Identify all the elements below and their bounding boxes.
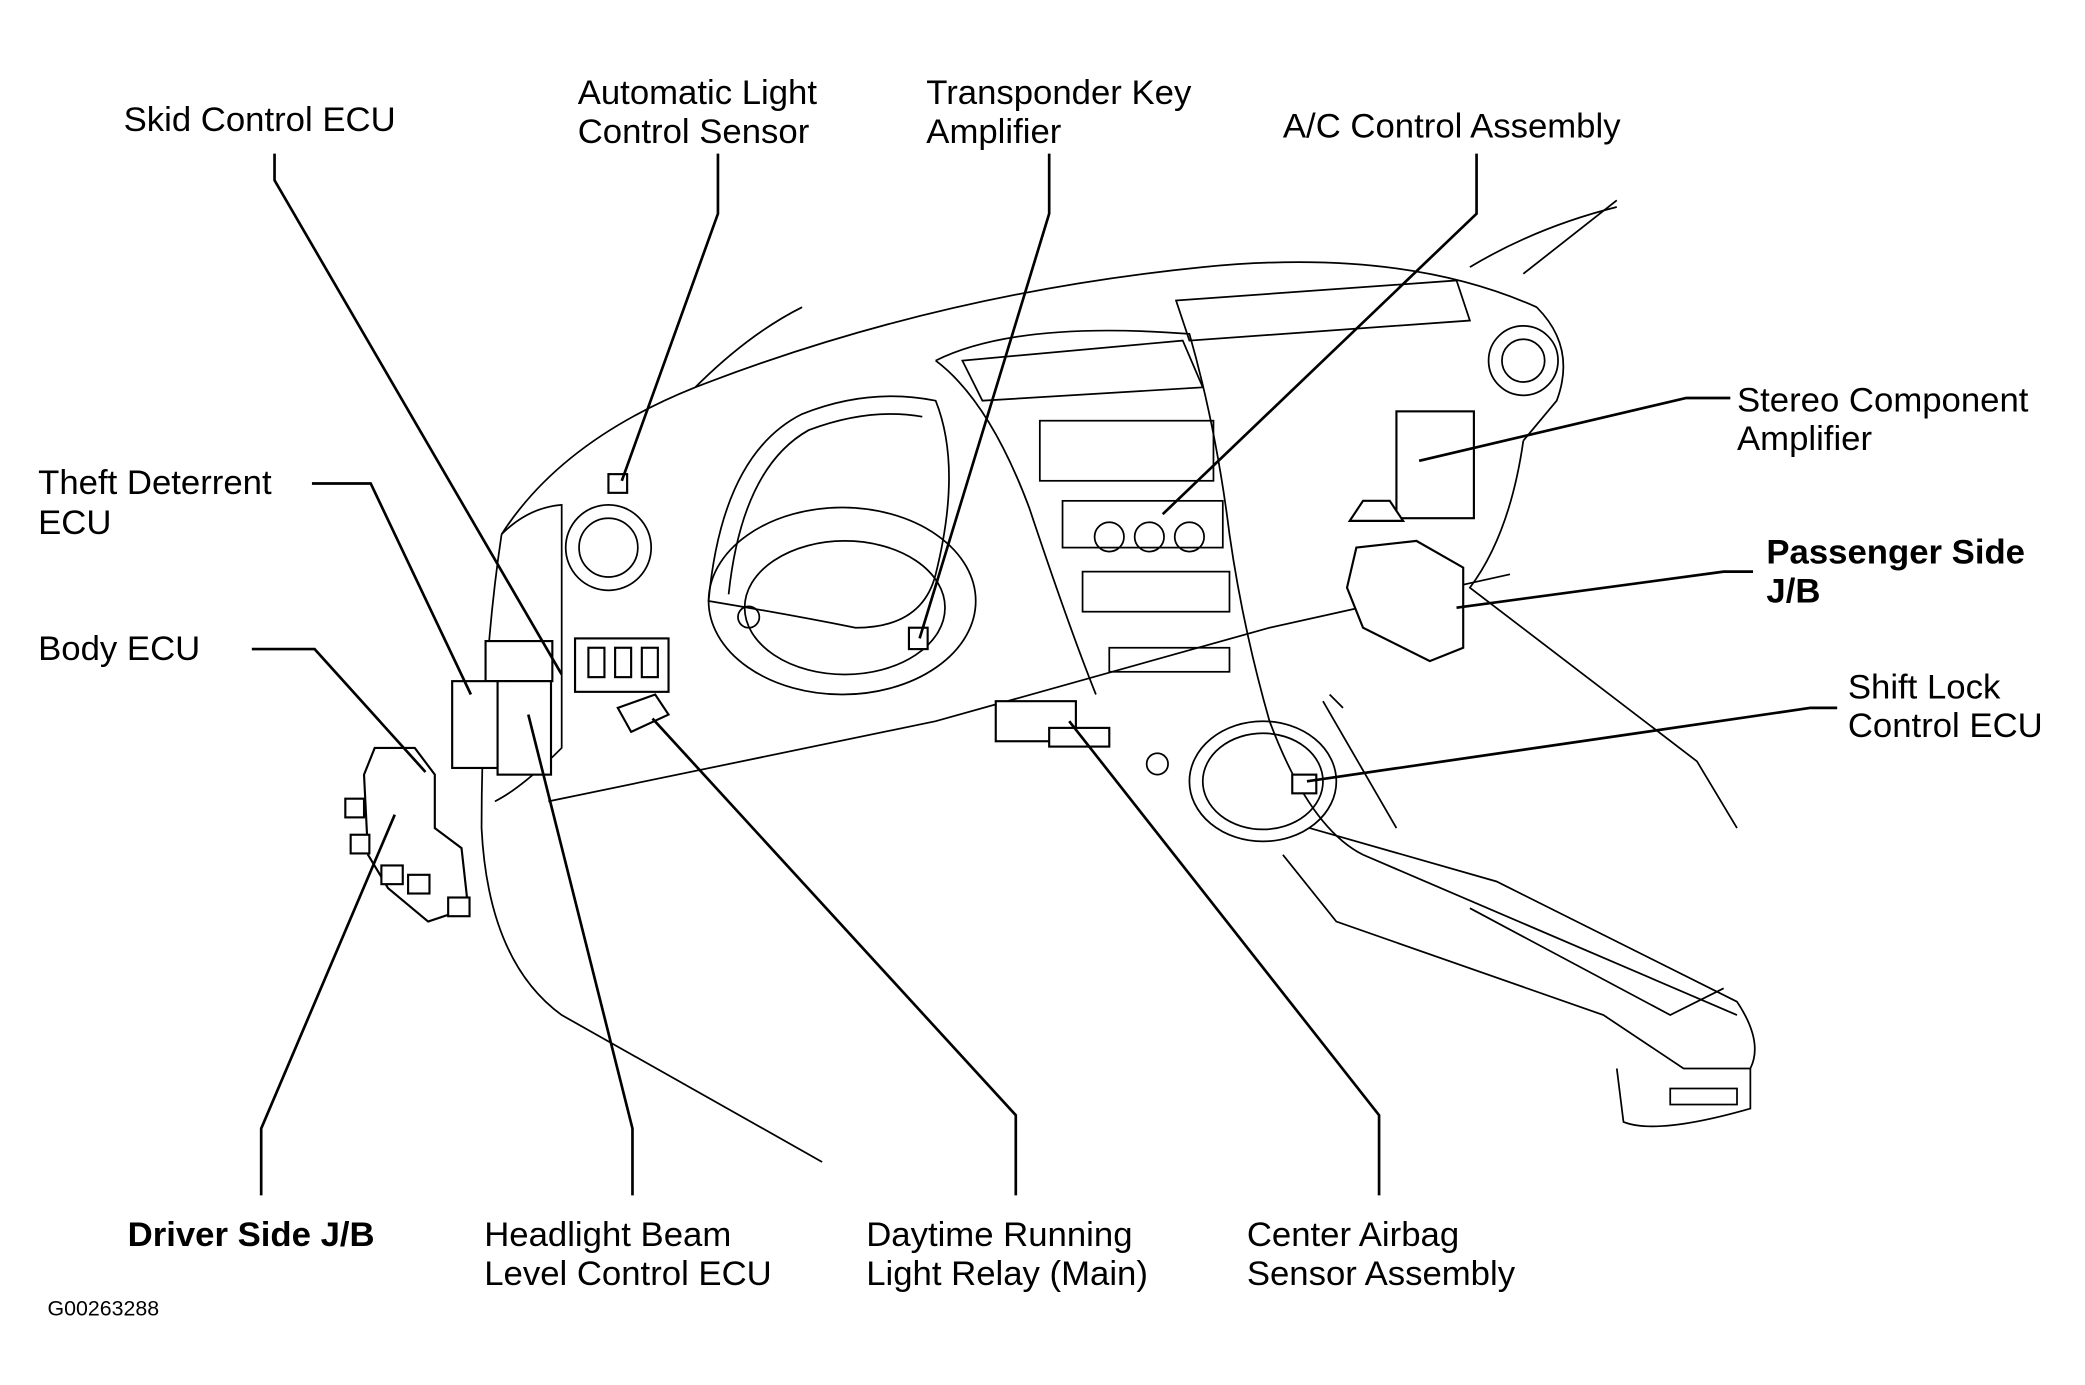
label-passenger-side-jb-line2: J/B — [1766, 572, 1820, 610]
label-body-ecu: Body ECU — [38, 630, 200, 668]
label-stereo-component-amplifier-line2: Amplifier — [1737, 420, 1872, 458]
label-automatic-light-control-sensor-line1: Automatic Light — [578, 74, 818, 112]
components — [344, 410, 1475, 923]
passenger-jb-part — [1345, 539, 1465, 663]
label-theft-deterrent-ecu-line1: Theft Deterrent — [38, 464, 272, 502]
leader-lines — [251, 153, 1838, 1196]
label-center-airbag-line1: Center Airbag — [1247, 1216, 1459, 1254]
label-driver-side-jb: Driver Side J/B — [128, 1216, 375, 1254]
label-center-airbag-line2: Sensor Assembly — [1247, 1255, 1516, 1293]
label-shift-lock-control-ecu-line2: Control ECU — [1848, 707, 2043, 745]
label-transponder-key-amplifier-line2: Amplifier — [926, 113, 1061, 151]
transponder-amplifier-part — [907, 626, 929, 651]
label-skid-control-ecu: Skid Control ECU — [124, 101, 396, 139]
label-shift-lock-control-ecu-line1: Shift Lock — [1848, 669, 2001, 707]
headlight-ecu-part — [496, 680, 553, 776]
driver-jb-part — [362, 746, 470, 923]
label-ac-control-assembly: A/C Control Assembly — [1283, 108, 1621, 146]
label-automatic-light-control-sensor-line2: Control Sensor — [578, 113, 810, 151]
label-stereo-component-amplifier-line1: Stereo Component — [1737, 381, 2029, 419]
drl-relay-part — [616, 693, 671, 734]
label-theft-deterrent-ecu-line2: ECU — [38, 504, 111, 542]
stereo-bracket — [1347, 499, 1406, 522]
figure-code: G00263288 — [47, 1297, 159, 1321]
shift-lock-ecu-part — [1291, 773, 1318, 795]
airbag-connector — [1048, 726, 1111, 748]
label-transponder-key-amplifier-line1: Transponder Key — [926, 74, 1192, 112]
label-daytime-running-line1: Daytime Running — [866, 1216, 1132, 1254]
label-headlight-beam-line2: Level Control ECU — [484, 1255, 772, 1293]
skid-ecu-part — [484, 640, 554, 683]
stereo-amplifier-part — [1395, 410, 1475, 520]
label-daytime-running-line2: Light Relay (Main) — [866, 1255, 1148, 1293]
dashboard-drawing — [480, 199, 1756, 1163]
label-passenger-side-jb-line1: Passenger Side — [1766, 534, 2025, 572]
label-headlight-beam-line1: Headlight Beam — [484, 1216, 731, 1254]
